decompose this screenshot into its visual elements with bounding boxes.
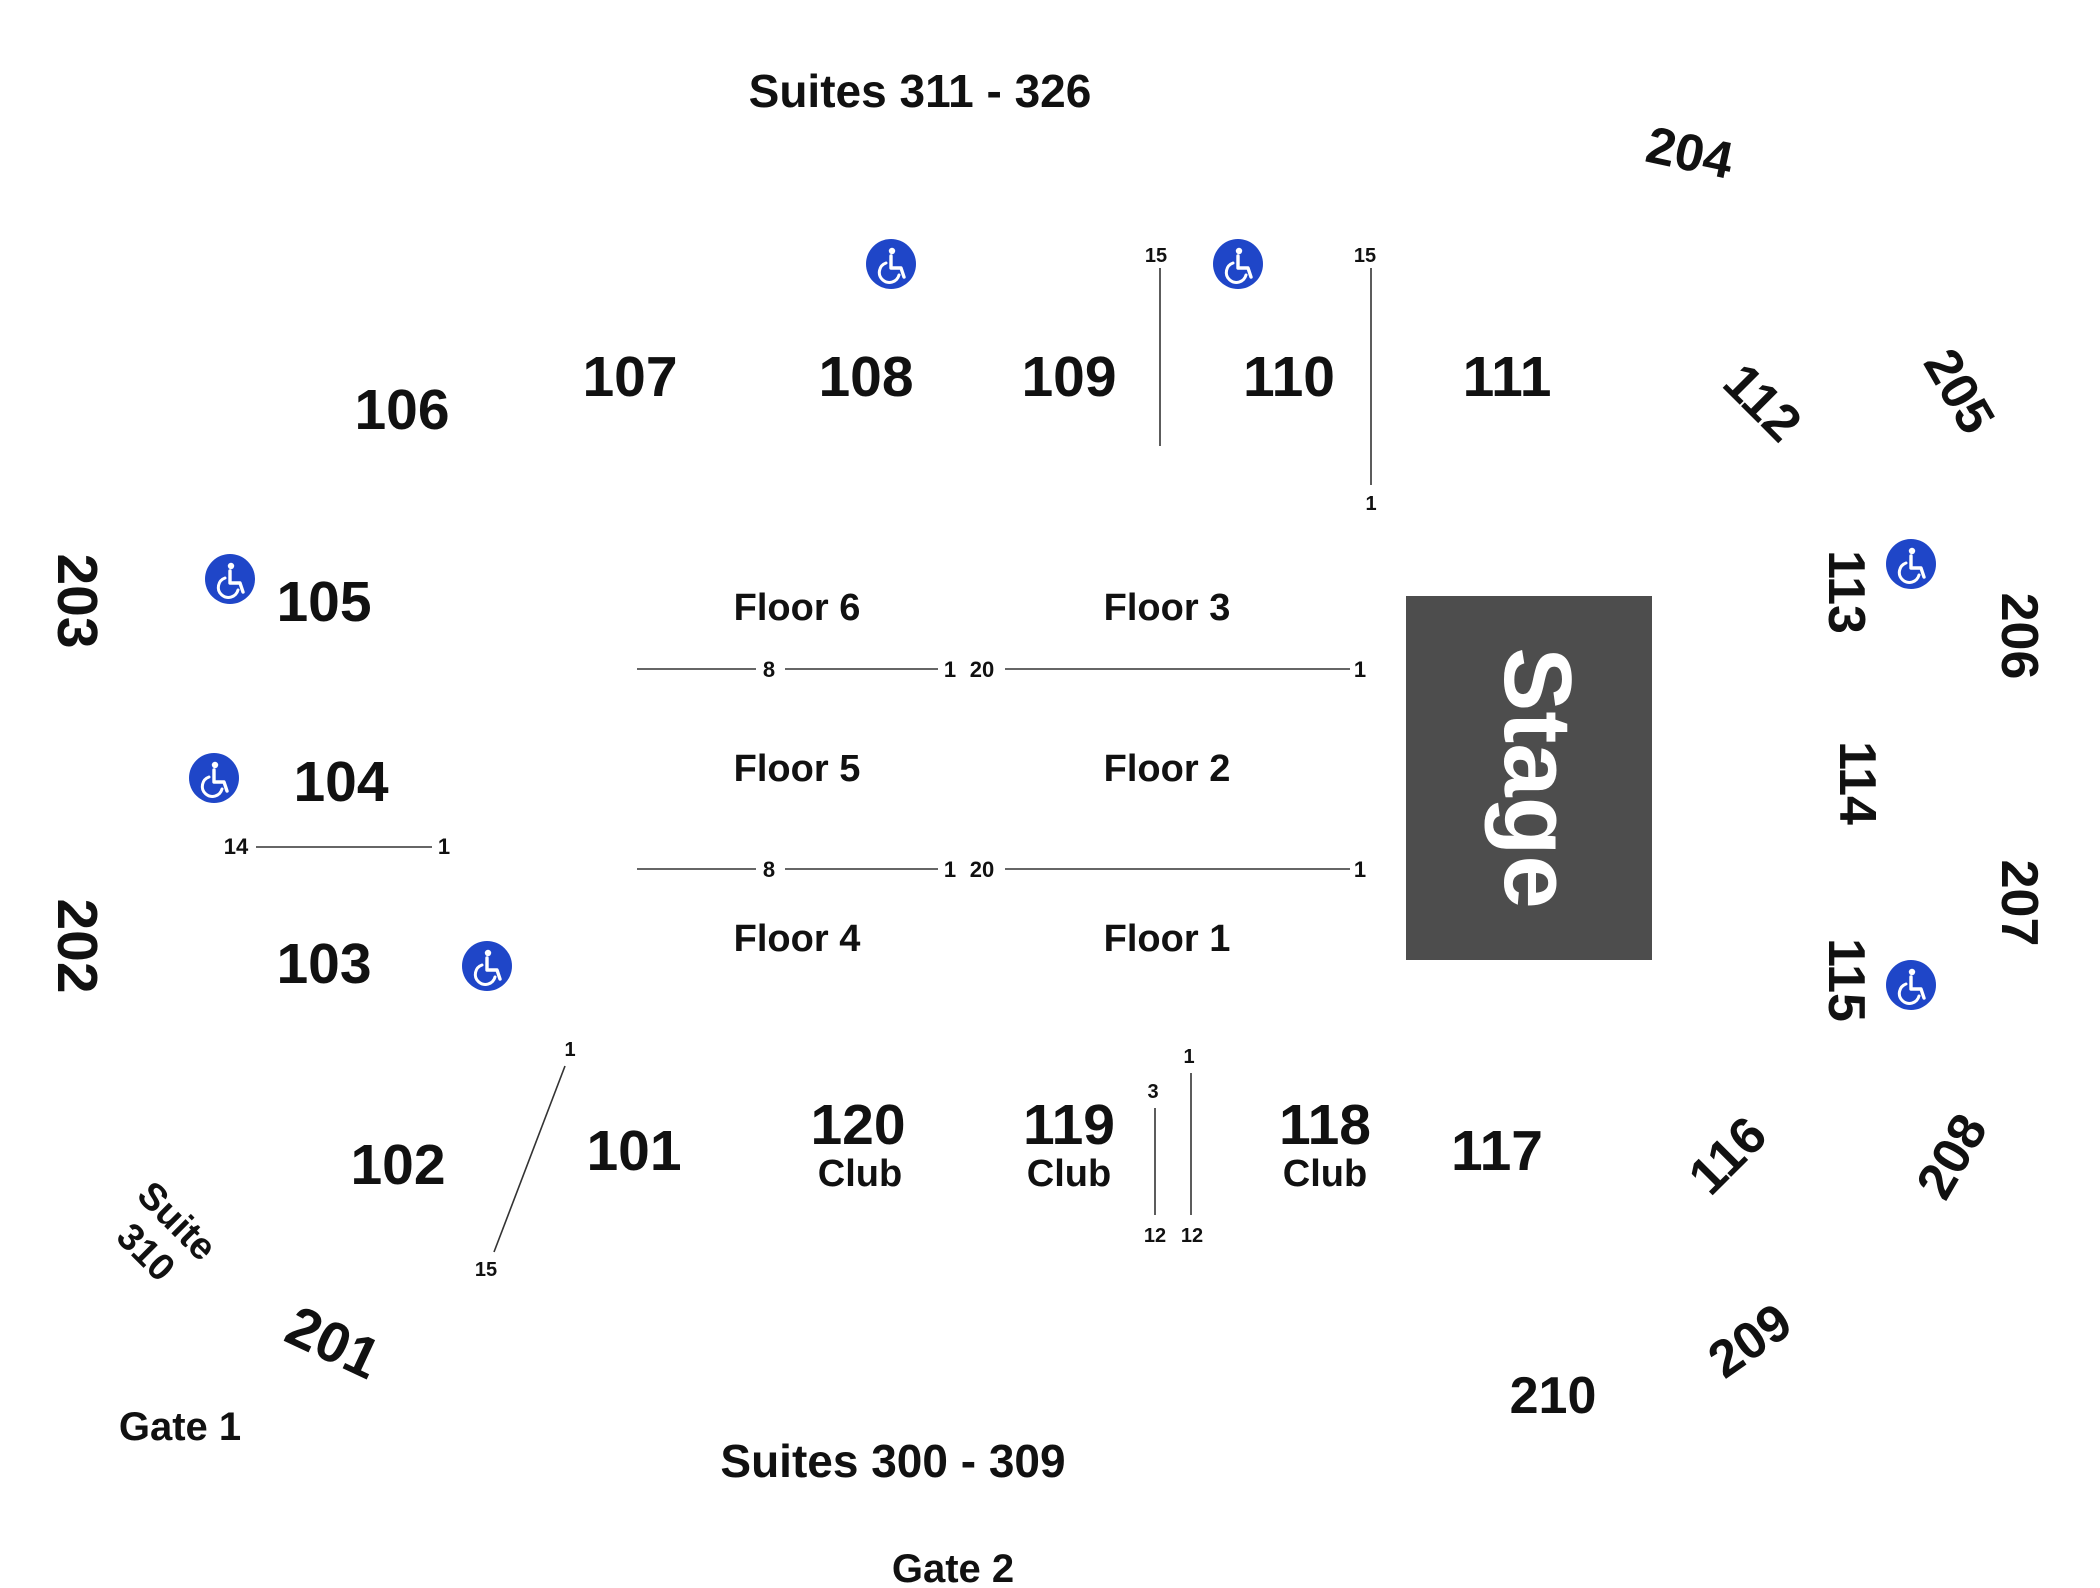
section-202[interactable]: 202 [45,898,109,993]
row-number: 1 [438,834,450,859]
row-number: 15 [1145,245,1167,267]
floor-5[interactable]: Floor 5 [734,748,861,790]
section-114[interactable]: 114 [1828,741,1886,825]
section-204[interactable]: 204 [1641,116,1738,191]
section-117[interactable]: 117 [1451,1119,1543,1183]
section-205[interactable]: 205 [1912,339,2006,443]
section-210[interactable]: 210 [1510,1367,1597,1425]
section-103[interactable]: 103 [276,932,371,996]
wheelchair-icon[interactable] [1211,237,1265,291]
section-209[interactable]: 209 [1698,1292,1802,1389]
gate-2-label: Gate 2 [892,1547,1014,1588]
row-number: 3 [1147,1081,1158,1103]
section-111[interactable]: 111 [1463,345,1552,409]
section-104[interactable]: 104 [293,750,388,814]
section-119[interactable]: 119 [1023,1093,1115,1157]
floor-2[interactable]: Floor 2 [1104,748,1231,790]
wheelchair-icon[interactable] [864,237,918,291]
wheelchair-icon[interactable] [1884,537,1938,591]
row-number: 15 [475,1259,497,1281]
row-number: 1 [944,657,956,682]
section-206[interactable]: 206 [1990,593,2048,680]
row-number: 12 [1181,1225,1203,1247]
section-120-club: Club [818,1153,902,1195]
row-number: 8 [763,857,775,882]
stage-label: Stage [1484,647,1591,908]
row-number: 20 [970,657,994,682]
section-101[interactable]: 101 [586,1119,681,1183]
section-109[interactable]: 109 [1021,345,1116,409]
suite-310-label: Suite 310 [108,1174,224,1290]
section-115[interactable]: 115 [1817,938,1875,1022]
section-107[interactable]: 107 [582,345,677,409]
floor-4[interactable]: Floor 4 [734,918,861,960]
row-line [493,1065,566,1253]
stage[interactable] [1406,596,1652,960]
section-105[interactable]: 105 [276,570,371,634]
row-number: 1 [1354,657,1366,682]
row-number: 1 [944,857,956,882]
section-102[interactable]: 102 [350,1133,445,1197]
row-number: 1 [1183,1046,1194,1068]
section-108[interactable]: 108 [818,345,913,409]
row-number: 1 [564,1039,575,1061]
section-203[interactable]: 203 [45,553,109,648]
floor-3[interactable]: Floor 3 [1104,587,1231,629]
section-201[interactable]: 201 [276,1294,389,1392]
section-120[interactable]: 120 [810,1093,905,1157]
row-number: 15 [1354,245,1376,267]
section-118-club: Club [1283,1153,1367,1195]
section-208[interactable]: 208 [1905,1104,1999,1208]
row-number: 20 [970,857,994,882]
floor-1[interactable]: Floor 1 [1104,918,1231,960]
row-number: 1 [1354,857,1366,882]
gate-1-label: Gate 1 [119,1405,241,1449]
suites-top-label: Suites 311 - 326 [749,65,1092,117]
wheelchair-icon[interactable] [1884,958,1938,1012]
wheelchair-icon[interactable] [460,939,514,993]
section-112[interactable]: 112 [1712,353,1812,453]
section-116[interactable]: 116 [1678,1106,1778,1206]
row-number: 14 [224,834,249,859]
section-106[interactable]: 106 [354,378,449,442]
wheelchair-icon[interactable] [203,552,257,606]
section-119-club: Club [1027,1153,1111,1195]
wheelchair-icon[interactable] [187,751,241,805]
suites-bottom-label: Suites 300 - 309 [720,1435,1065,1487]
row-number: 12 [1144,1225,1166,1247]
section-113[interactable]: 113 [1817,550,1875,634]
section-207[interactable]: 207 [1990,860,2048,947]
floor-6[interactable]: Floor 6 [734,587,861,629]
row-number: 8 [763,657,775,682]
section-118[interactable]: 118 [1279,1093,1371,1157]
row-number: 1 [1365,493,1376,515]
section-110[interactable]: 110 [1243,345,1335,409]
